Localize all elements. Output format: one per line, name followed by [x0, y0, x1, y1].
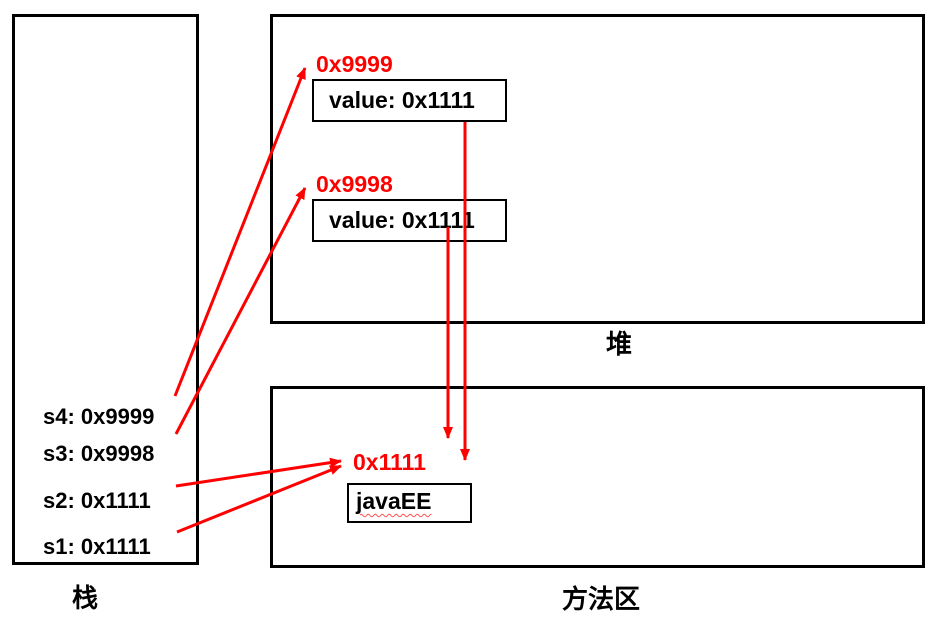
heap-object-value-box-0x9999: value: 0x1111 [312, 79, 507, 122]
string-constant-box: javaEE [347, 483, 472, 523]
stack-frame-s3: s3: 0x9998 [43, 441, 155, 466]
heap-object-address-0x9998: 0x9998 [316, 171, 393, 197]
heap-region-box [270, 14, 925, 324]
method-area-address-0x1111: 0x1111 [353, 449, 426, 475]
stack-frame-s4: s4: 0x9999 [43, 404, 155, 429]
method-area-region-label: 方法区 [562, 584, 641, 614]
string-constant-text: javaEE [356, 488, 432, 514]
heap-object-address-0x9999: 0x9999 [316, 51, 393, 77]
method-area-region-box [270, 386, 925, 568]
stack-region-box: s4: 0x9999 s3: 0x9998 s2: 0x1111 s1: 0x1… [12, 14, 199, 565]
stack-frame-s1: s1: 0x1111 [43, 534, 151, 559]
stack-frame-s2: s2: 0x1111 [43, 488, 151, 513]
heap-object-value-box-0x9998: value: 0x1111 [312, 199, 507, 242]
stack-region-label: 栈 [72, 583, 99, 613]
heap-region-label: 堆 [606, 329, 633, 359]
